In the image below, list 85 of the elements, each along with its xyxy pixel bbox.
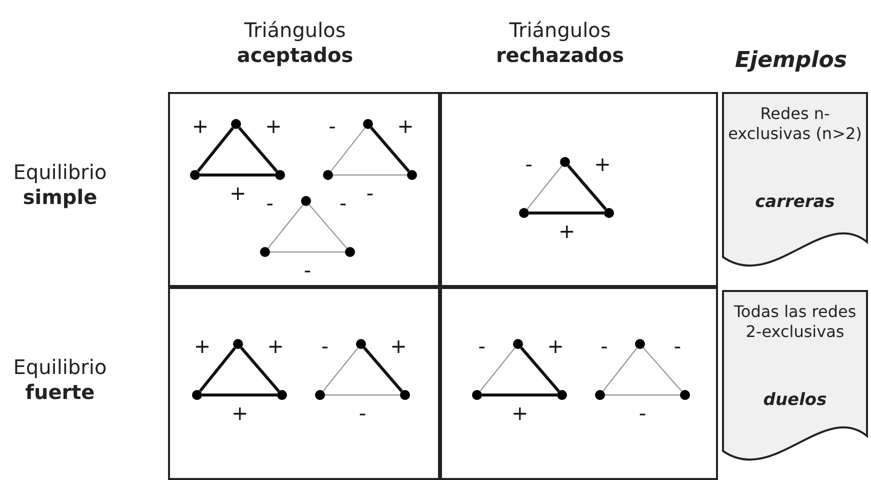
example-text: Redes n-exclusivas (n>2) (728, 104, 862, 144)
column-header: Ejemplos (735, 48, 845, 73)
vertex-dot (557, 390, 567, 400)
vertex-dot (260, 247, 270, 257)
edge-label: - (302, 260, 312, 280)
edge-label: + (265, 116, 282, 136)
row-header: Equilibrio fuerte (12, 355, 108, 405)
example-term: duelos (762, 390, 828, 410)
vertex-dot (519, 208, 529, 218)
edge-line (322, 348, 358, 392)
vertex-dot (363, 119, 373, 129)
edge-label: + (267, 336, 284, 356)
edge-label: - (477, 336, 487, 356)
vertex-dot (400, 390, 410, 400)
vertex-dot (560, 157, 570, 167)
vertex-dot (231, 119, 241, 129)
vertex-dot (233, 339, 243, 349)
table-cell (440, 287, 718, 480)
example-term: carreras (754, 192, 836, 212)
vertex-dot (513, 339, 523, 349)
vertex-dot (315, 390, 325, 400)
edge-line (567, 164, 607, 210)
row-header: Equilibrio simple (12, 160, 108, 210)
vertex-dot (277, 390, 287, 400)
edge-label: + (230, 183, 246, 203)
vertex-dot (190, 170, 200, 180)
edge-line (333, 174, 407, 176)
edge-line (308, 204, 348, 249)
edge-line (605, 394, 680, 396)
edge-line (363, 346, 403, 392)
edge-line (268, 204, 304, 248)
edge-line (202, 394, 277, 396)
edge-line (520, 346, 560, 392)
edge-line (370, 126, 410, 172)
edge-label: - (358, 403, 368, 423)
edge-label: - (672, 336, 682, 356)
table-cell (168, 287, 440, 480)
edge-line (240, 346, 280, 392)
table-cell (440, 92, 718, 287)
example-text: Todas las redes 2-exclusivas (732, 302, 858, 342)
edge-label: + (594, 154, 610, 174)
edge-line (196, 126, 234, 172)
edge-label: - (328, 116, 337, 136)
column-header: Triángulos aceptados (236, 18, 354, 68)
edge-label: + (390, 336, 406, 356)
edge-label: - (524, 154, 534, 174)
edge-label: + (547, 336, 564, 356)
edge-line (482, 394, 557, 396)
edge-label: + (397, 116, 414, 136)
vertex-dot (345, 247, 355, 257)
edge-line (642, 347, 682, 392)
edge-line (529, 212, 604, 214)
vertex-dot (323, 170, 333, 180)
vertex-dot (301, 196, 311, 206)
edge-line (238, 126, 278, 172)
edge-label: + (512, 403, 528, 423)
vertex-dot (407, 170, 417, 180)
edge-label: - (265, 193, 275, 214)
edge-label: + (232, 403, 248, 423)
edge-line (330, 128, 366, 172)
edge-line (198, 346, 236, 392)
vertex-dot (275, 170, 285, 180)
edge-label: + (194, 336, 210, 356)
edge-label: - (365, 183, 375, 203)
column-header: Triángulos rechazados (494, 18, 626, 68)
edge-label: - (600, 336, 609, 356)
edge-line (602, 348, 638, 392)
vertex-dot (472, 390, 482, 400)
edge-label: - (638, 403, 648, 423)
edge-line (325, 394, 400, 396)
edge-label: - (320, 336, 330, 356)
vertex-dot (680, 390, 690, 400)
table-cell (168, 92, 440, 287)
vertex-dot (604, 208, 614, 218)
vertex-dot (356, 339, 366, 349)
edge-line (526, 166, 562, 210)
vertex-dot (595, 390, 605, 400)
edge-label: + (192, 116, 208, 136)
edge-label: + (558, 221, 574, 241)
vertex-dot (635, 339, 645, 349)
edge-line (480, 348, 516, 392)
edge-line (270, 251, 345, 253)
edge-label: - (338, 192, 348, 213)
edge-line (200, 174, 275, 176)
vertex-dot (192, 390, 202, 400)
